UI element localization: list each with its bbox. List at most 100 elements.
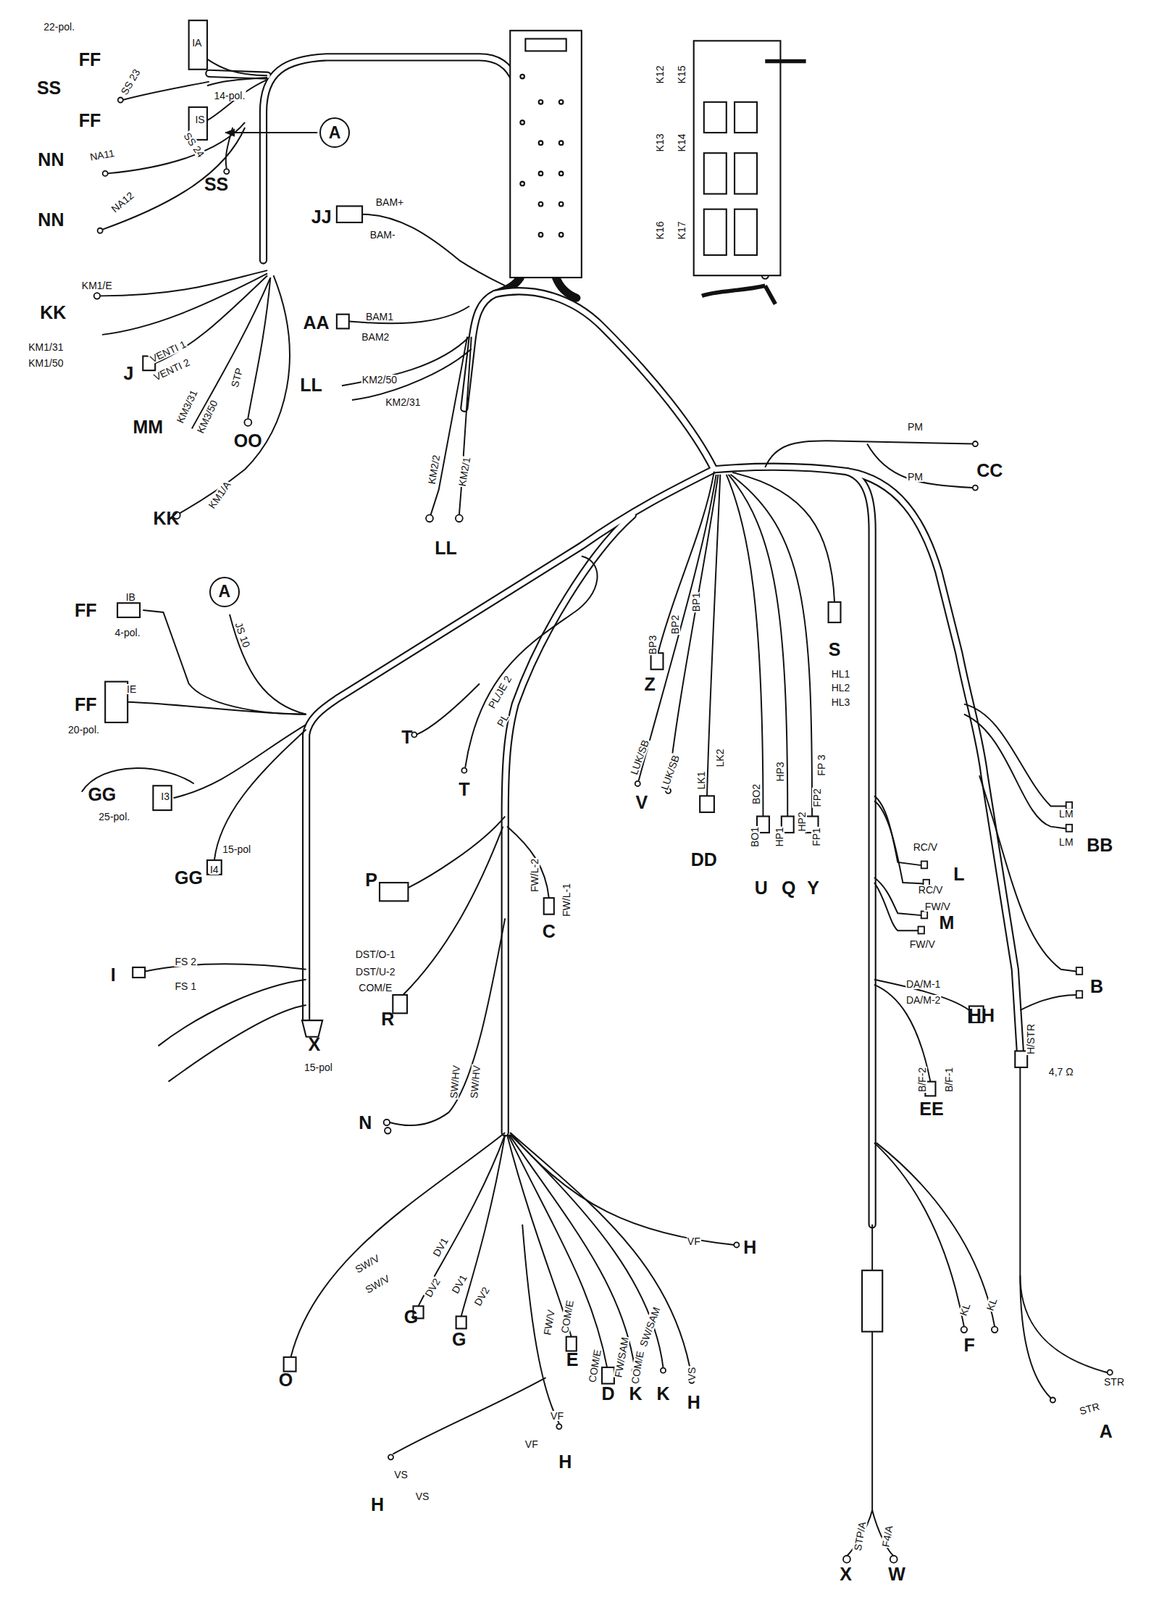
- harness-trunk-inner: [714, 466, 873, 1225]
- connector-label: SS: [36, 78, 61, 98]
- wire-terminal: [921, 910, 928, 918]
- connector-label: A: [1099, 1421, 1113, 1440]
- distribution-box: [559, 140, 564, 145]
- wire: [349, 305, 470, 324]
- wire-terminal: [918, 926, 925, 934]
- wire-terminal: [244, 418, 252, 426]
- wire-label: JS 10: [233, 620, 253, 650]
- connector-label: FF: [78, 49, 102, 69]
- callout-arrow: [225, 131, 318, 134]
- connector-label: L: [953, 864, 965, 883]
- connector-label: Q: [781, 878, 796, 897]
- wire: [392, 1377, 546, 1454]
- wire-label: LK2: [714, 748, 726, 768]
- wire-label: LUK/SB: [628, 737, 652, 776]
- wire: [290, 1132, 505, 1357]
- wire-label: COM/E: [357, 982, 393, 993]
- distribution-box: [520, 120, 525, 125]
- connector-label: X: [307, 1034, 321, 1053]
- connector-label: M: [939, 913, 955, 932]
- relay-panel: [734, 152, 757, 194]
- connector-label: V: [636, 793, 649, 812]
- wire-label: B/F-2: [917, 1066, 928, 1093]
- wire-terminal: [94, 292, 100, 299]
- plug-connector: [105, 681, 128, 723]
- wire: [728, 474, 789, 817]
- wire-terminal: [1076, 967, 1083, 975]
- relay-panel: [704, 102, 727, 133]
- wire: [509, 1134, 635, 1367]
- wire-label: DST/U-2: [354, 966, 396, 977]
- wire-label: HP3: [775, 760, 786, 782]
- harness-trunk-inner: [504, 515, 633, 1133]
- distribution-box: [538, 140, 544, 145]
- connector-label: T: [401, 727, 413, 746]
- wire-terminal: [890, 1555, 898, 1563]
- wire-label: VS: [393, 1469, 409, 1480]
- harness-trunk: [494, 291, 715, 470]
- wire: [465, 555, 597, 767]
- connector-label: Z: [644, 674, 656, 693]
- connector-label: H: [743, 1237, 757, 1257]
- connector-label: N: [358, 1113, 372, 1132]
- connector-label: FF: [78, 111, 102, 130]
- connector-label: HH: [968, 1006, 995, 1025]
- connector-label: KK: [39, 302, 66, 321]
- wire-label: LUK/SB: [659, 752, 682, 792]
- wire-terminal: [461, 767, 467, 773]
- wire-label: FP 3: [816, 754, 827, 777]
- connector-label: X: [839, 1563, 852, 1583]
- wire-label: PM: [906, 421, 924, 432]
- wire-label: K12: [654, 64, 665, 85]
- wire: [461, 1134, 506, 1317]
- plug-connector: [862, 1269, 883, 1331]
- distribution-box: [559, 232, 564, 237]
- relay-panel: [734, 209, 757, 255]
- wire: [867, 444, 973, 489]
- relay-panel: [704, 209, 727, 255]
- wire: [362, 214, 505, 287]
- distribution-box: [559, 99, 564, 105]
- wire-label: LM: [1058, 808, 1074, 819]
- wire: [341, 336, 470, 387]
- wire-label: DA/M-1: [905, 978, 941, 989]
- distribution-box: [538, 232, 544, 237]
- distribution-box: [509, 30, 582, 278]
- connector-label: O: [278, 1370, 293, 1389]
- wire: [732, 472, 835, 602]
- wire-label: VF: [686, 1235, 702, 1246]
- connector-label: FF: [74, 694, 98, 713]
- callout-letter: A: [218, 583, 232, 600]
- wire-label: HL1: [830, 668, 852, 679]
- wire-label: 25-pol.: [97, 811, 131, 822]
- plug-connector: [207, 859, 222, 875]
- wire: [964, 704, 1067, 807]
- wire-label: HP1: [774, 825, 785, 847]
- connector-label: H: [558, 1451, 572, 1470]
- wire: [876, 1142, 995, 1326]
- plug-connector: [132, 967, 145, 978]
- wire: [1019, 994, 1076, 1010]
- wire: [207, 79, 268, 121]
- connector-label: MM: [132, 417, 163, 436]
- wire: [459, 336, 472, 516]
- relay-panel: [704, 152, 727, 194]
- connector-label: U: [754, 878, 768, 897]
- connector-label: R: [381, 1009, 395, 1028]
- connector-label: K: [628, 1383, 642, 1402]
- wire-terminal: [972, 441, 978, 447]
- wire-label: FW/SAM: [612, 1335, 631, 1379]
- wire: [1019, 1274, 1051, 1398]
- wire-label: SW/HV: [448, 1063, 462, 1099]
- wire-label: 15-pol: [303, 1061, 334, 1073]
- wire-label: VF: [549, 1410, 565, 1421]
- wire-terminal: [1066, 824, 1073, 832]
- wire: [509, 1132, 735, 1245]
- harness-trunk-inner: [846, 471, 1020, 1052]
- connector-label: P: [365, 870, 378, 889]
- harness-trunk: [714, 466, 873, 1225]
- connector-label: KK: [153, 509, 180, 528]
- wire-label: RC/V: [917, 884, 944, 895]
- connector-label: S: [828, 639, 841, 658]
- wire-terminal: [94, 97, 1113, 1562]
